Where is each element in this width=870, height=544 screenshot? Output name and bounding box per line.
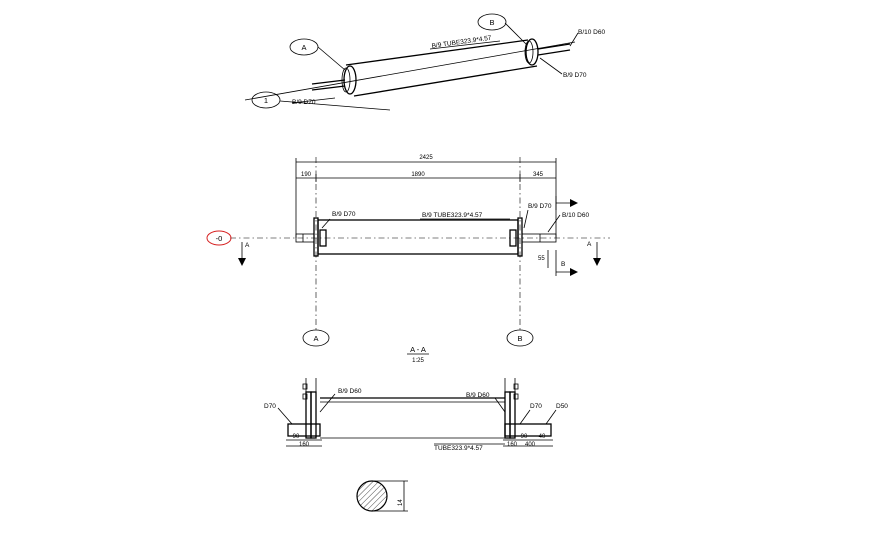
grid-bubble-a <box>289 38 319 56</box>
dim-total: 2425 <box>419 155 433 161</box>
section-b-bottom-arrow <box>570 268 578 276</box>
section-mark-right: A <box>587 241 592 248</box>
level-marker <box>206 230 232 246</box>
grid-bubble-b <box>477 13 507 31</box>
elev-label-tube: B/9 TUBE323.9*4.57 <box>422 212 483 219</box>
sec-dim-right-b: 160 <box>507 442 518 448</box>
grid-b-label: B <box>517 334 522 343</box>
sec-dim-right-d: 400 <box>525 442 536 448</box>
view-scale: 1:25 <box>412 358 424 364</box>
section-arrow-right <box>593 258 601 266</box>
grid-bubble-b-label: B <box>489 18 494 27</box>
section-b-mark: B <box>561 261 565 268</box>
sec-label-b9-d60-left: B/9 D60 <box>338 388 362 395</box>
iso-label-b9-d70-left: B/9 D70 <box>292 99 316 106</box>
grid-bubble-b-elev <box>506 329 534 347</box>
elev-label-b10-d60: B/10 D60 <box>562 212 589 219</box>
iso-label-tube: B/9 TUBE323.9*4.57 <box>431 35 492 50</box>
section-b-top-arrow <box>570 199 578 207</box>
elev-label-b9-d70-right: B/9 D70 <box>528 203 552 210</box>
sec-dim-left-a: 90 <box>293 434 300 440</box>
grid-a-label: A <box>313 334 318 343</box>
sec-dim-left-b: 160 <box>299 442 310 448</box>
sec-label-d70-right: D70 <box>530 403 542 410</box>
section-mark-left: A <box>245 242 250 249</box>
sec-dim-right-c: 40 <box>539 434 546 440</box>
detail-dim: 14 <box>398 499 404 506</box>
elevation-view: 2425 190 1890 345 B/9 D70 B/9 TUBE323.9*… <box>206 155 610 364</box>
sec-label-d50: D50 <box>556 403 568 410</box>
bar-cross-section <box>356 480 388 512</box>
detail-view: 14 <box>356 480 408 512</box>
dim-right: 345 <box>533 172 544 178</box>
iso-label-b9-d70-right: B/9 D70 <box>563 72 587 79</box>
grid-bubble-a-elev <box>302 329 330 347</box>
sec-label-tube: TUBE323.9*4.57 <box>434 445 483 452</box>
sec-label-d70-left: D70 <box>264 403 276 410</box>
iso-label-b10-d60: B/10 D60 <box>578 29 605 36</box>
section-view: 90 160 90 40 160 400 D70 B/9 D60 B/9 D60… <box>264 378 568 452</box>
sec-dim-right-a: 90 <box>521 434 528 440</box>
dim-small: 55 <box>538 256 545 262</box>
dim-left: 190 <box>301 172 312 178</box>
section-arrow-left <box>238 258 246 266</box>
part-bubble-1 <box>251 91 281 109</box>
level-marker-label: -0 <box>216 234 223 243</box>
part-bubble-1-label: 1 <box>264 96 268 105</box>
grid-bubble-a-label: A <box>301 43 306 52</box>
isometric-view: A B 1 B/9 TUBE323.9*4.57 B/10 D60 B/9 D7… <box>244 13 605 111</box>
sec-label-b9-d60-right: B/9 D60 <box>466 392 490 399</box>
view-title: A - A <box>410 345 426 354</box>
dim-mid: 1890 <box>411 172 425 178</box>
elev-label-b9-d70-left: B/9 D70 <box>332 211 356 218</box>
